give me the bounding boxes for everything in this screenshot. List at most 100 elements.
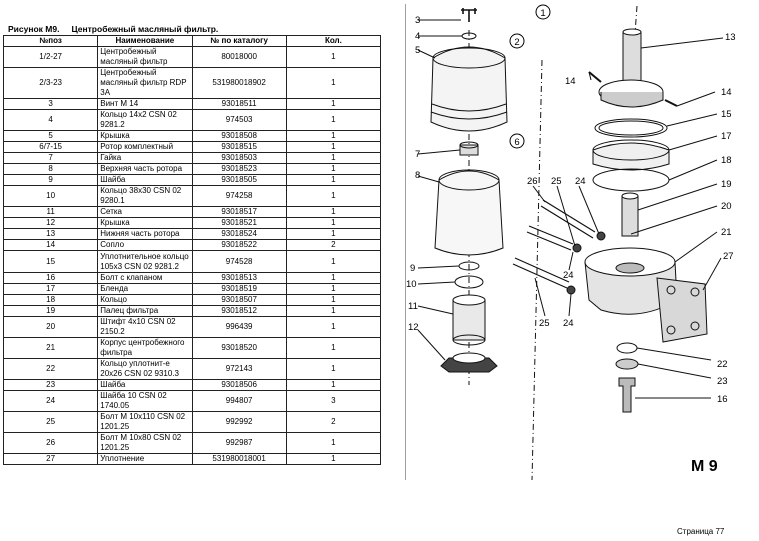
screen-top — [452, 294, 486, 306]
flange-hole-4 — [690, 321, 700, 331]
page-number: Страница 77 — [677, 527, 725, 536]
leader-15 — [666, 113, 718, 127]
leader-26 — [532, 185, 546, 203]
cell-catalog: 531980018902 — [191, 67, 287, 99]
circle-callout-2 — [509, 33, 525, 49]
seal-ring-22 — [616, 342, 638, 354]
callout-14b: 14 — [721, 87, 732, 98]
figure-name: Центробежный масляный фильтр. — [71, 24, 219, 34]
cell-position: 13 — [2, 228, 99, 240]
callout-17: 17 — [721, 131, 732, 142]
cell-qty: 1 — [285, 206, 382, 218]
nut-top — [459, 141, 479, 149]
nozzle-right — [664, 99, 678, 107]
parts-table: №поз Наименование № по каталогу Кол. 1/2… — [2, 35, 382, 465]
col-header-qty: Кол. — [285, 35, 382, 47]
callout-20: 20 — [721, 201, 732, 212]
cell-qty: 1 — [285, 453, 382, 465]
cell-catalog: 531980018001 — [191, 453, 287, 465]
callout-18: 18 — [721, 155, 732, 166]
cover-part — [430, 46, 508, 132]
col-header-position: №поз — [2, 35, 99, 47]
bolt-25-upper — [526, 225, 574, 251]
leader-19 — [637, 183, 718, 211]
leader-7 — [417, 149, 461, 155]
figure-number: Рисунок М9. — [8, 24, 60, 34]
ring-18-part — [592, 168, 670, 192]
cell-qty: 2 — [285, 411, 382, 433]
leader-11 — [417, 305, 454, 315]
leader-9 — [417, 265, 460, 269]
cell-catalog: 93018519 — [191, 283, 287, 295]
cell-position: 25 — [2, 411, 99, 433]
cell-position: 27 — [2, 453, 99, 465]
cell-qty: 1 — [285, 98, 382, 110]
cell-catalog: 93018503 — [191, 152, 287, 164]
washer-24-b — [572, 243, 582, 253]
leader-14a — [588, 71, 592, 81]
cell-position: 8 — [2, 163, 99, 175]
cell-position: 20 — [2, 316, 99, 338]
callout-25-upper: 25 — [551, 176, 562, 187]
cell-name: Сетка — [97, 206, 193, 218]
leader-24-a — [578, 185, 600, 235]
cell-position: 5 — [2, 130, 99, 142]
cell-catalog: 93018522 — [191, 239, 287, 251]
cell-position: 18 — [2, 294, 99, 306]
cell-position: 6/7-15 — [2, 141, 99, 153]
cell-position: 21 — [2, 337, 99, 359]
cell-catalog: 992987 — [191, 432, 287, 454]
cell-position: 22 — [2, 358, 99, 380]
callout-22: 22 — [717, 359, 728, 370]
cell-position: 14 — [2, 239, 99, 251]
cell-name: Кольцо — [97, 294, 193, 306]
callout-14a: 14 — [565, 76, 576, 87]
cell-catalog: 93018521 — [191, 217, 287, 229]
cell-name: Штифт 4x10 CSN 02 2150.2 — [97, 316, 193, 338]
cell-qty: 1 — [285, 358, 382, 380]
cell-catalog: 972143 — [191, 358, 287, 380]
leader-14b — [676, 91, 716, 107]
leader-18 — [668, 159, 718, 181]
cell-catalog: 974528 — [191, 250, 287, 273]
cell-catalog: 93018517 — [191, 206, 287, 218]
axis-line-main — [531, 59, 543, 480]
cell-qty: 1 — [285, 250, 382, 273]
callout-2: 2 — [514, 37, 519, 48]
cell-qty: 1 — [285, 46, 382, 68]
callout-12: 12 — [408, 322, 419, 333]
cell-catalog: 93018520 — [191, 337, 287, 359]
cell-catalog: 93018505 — [191, 174, 287, 186]
cell-qty: 1 — [285, 67, 382, 99]
cell-catalog: 93018506 — [191, 379, 287, 391]
cell-position: 26 — [2, 432, 99, 454]
washer-23 — [615, 358, 639, 370]
leader-20 — [630, 205, 718, 235]
cell-catalog: 996439 — [191, 316, 287, 338]
filter-pin-part — [621, 195, 639, 237]
cell-qty: 1 — [285, 337, 382, 359]
cell-qty: 1 — [285, 305, 382, 317]
callout-9: 9 — [410, 263, 415, 274]
cell-position: 12 — [2, 217, 99, 229]
sheet-label: М 9 — [691, 458, 718, 475]
callout-24-a: 24 — [575, 176, 586, 187]
leader-24-c — [568, 293, 572, 317]
filter-pin-top — [621, 192, 639, 200]
cell-name: Центробежный масляный фильтр RDP 3A — [97, 67, 193, 99]
cell-name: Центробежный масляный фильтр — [97, 46, 193, 68]
leader-22 — [636, 347, 712, 361]
